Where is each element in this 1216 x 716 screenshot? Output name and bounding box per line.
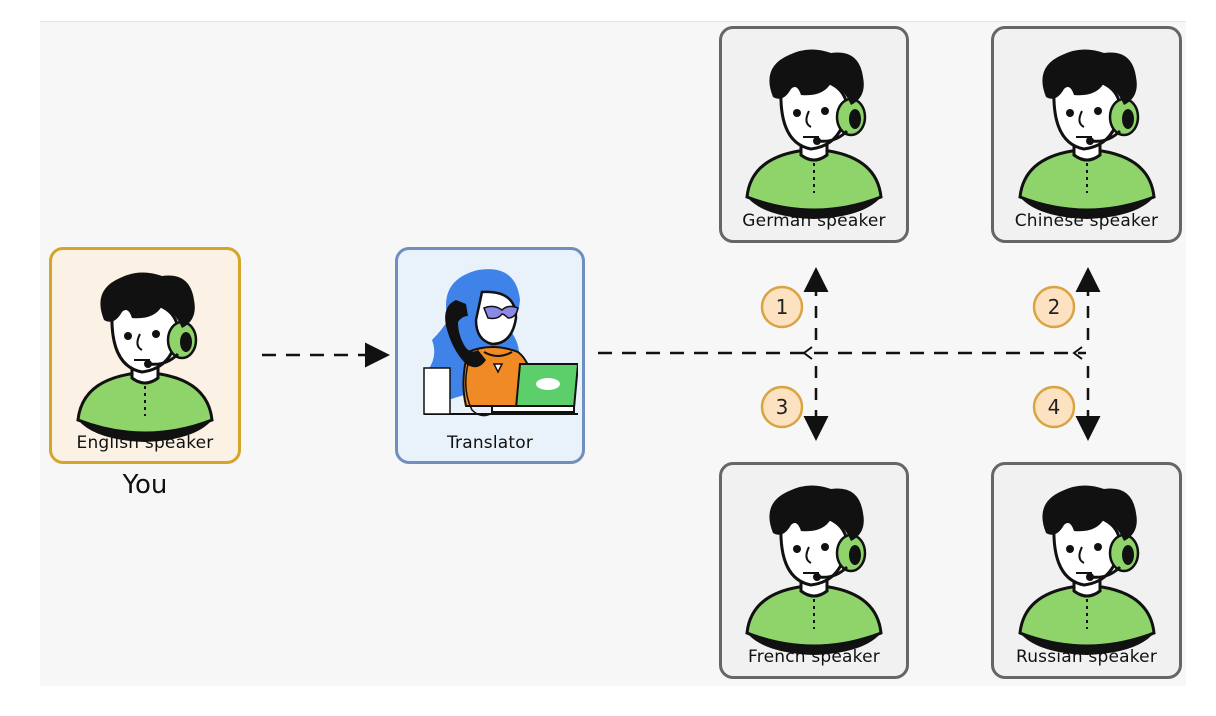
node-label: Translator (446, 433, 534, 453)
step-badge-2: 2 (1032, 285, 1076, 329)
chevron-2 (1072, 346, 1083, 360)
svg-text:2: 2 (1048, 295, 1061, 319)
node-russian-speaker: Russian speaker (991, 462, 1182, 679)
svg-text:1: 1 (776, 295, 789, 319)
you-label: You (122, 470, 168, 500)
translator-phone-icon (423, 269, 578, 417)
chevron-1 (802, 346, 813, 360)
svg-text:3: 3 (776, 395, 789, 419)
node-french-speaker: French speaker (719, 462, 909, 679)
svg-text:4: 4 (1048, 395, 1061, 419)
node-label: Chinese speaker (1014, 211, 1159, 231)
node-translator: Translator (395, 247, 585, 464)
node-chinese-speaker: Chinese speaker (991, 26, 1182, 243)
step-badge-3: 3 (760, 385, 804, 429)
node-label: German speaker (742, 211, 886, 231)
step-badge-1: 1 (760, 285, 804, 329)
node-label: English speaker (76, 433, 214, 453)
node-german-speaker: German speaker (719, 26, 909, 243)
node-english-speaker: English speaker (49, 247, 241, 464)
node-label: French speaker (748, 647, 880, 667)
top-divider (40, 21, 1186, 22)
step-badge-4: 4 (1032, 385, 1076, 429)
node-label: Russian speaker (1015, 647, 1158, 667)
